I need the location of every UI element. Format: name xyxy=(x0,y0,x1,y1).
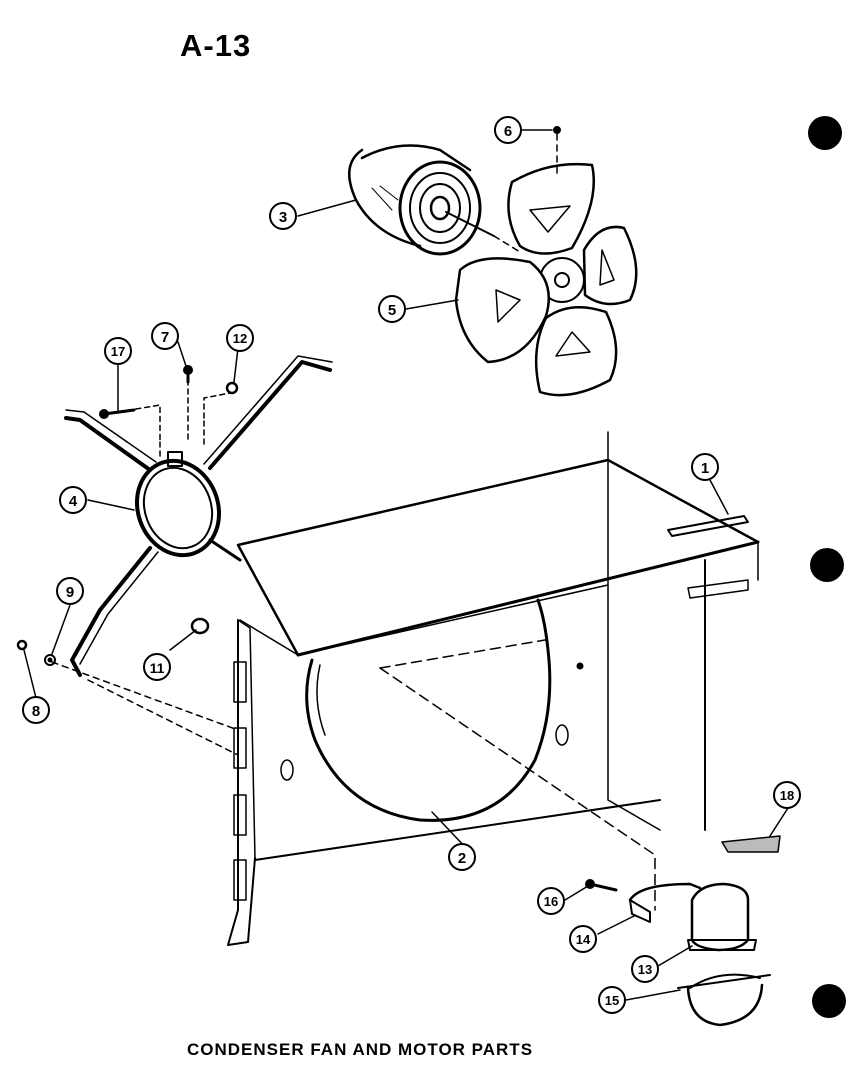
callout-12: 12 xyxy=(226,324,254,352)
svg-text:17: 17 xyxy=(111,344,125,359)
fan-motor xyxy=(348,144,495,256)
condenser-shroud xyxy=(227,431,760,946)
svg-text:6: 6 xyxy=(504,123,512,140)
svg-text:16: 16 xyxy=(544,894,558,909)
svg-text:13: 13 xyxy=(638,962,652,977)
page-label: A-13 xyxy=(180,28,252,63)
callout-16: 16 xyxy=(537,887,565,915)
punch-hole-top xyxy=(808,116,842,150)
callout-2: 2 xyxy=(448,843,476,871)
callout-14: 14 xyxy=(569,925,597,953)
svg-text:14: 14 xyxy=(576,932,591,947)
svg-text:9: 9 xyxy=(66,584,74,601)
callout-17: 17 xyxy=(104,337,132,365)
callout-1: 1 xyxy=(691,453,719,481)
svg-text:1: 1 xyxy=(701,460,709,477)
foam-insulation-18 xyxy=(721,835,781,853)
shroud-bracket-1 xyxy=(667,515,749,537)
motor-mount-bracket xyxy=(64,355,333,677)
capacitor-13 xyxy=(687,882,757,952)
punch-hole-bottom xyxy=(812,984,846,1018)
screw-7 xyxy=(183,365,193,384)
svg-text:15: 15 xyxy=(605,993,619,1008)
callout-4: 4 xyxy=(59,486,87,514)
svg-text:18: 18 xyxy=(780,788,794,803)
nut-8 xyxy=(16,639,28,651)
callouts: 1 2 3 4 5 6 7 8 9 11 12 13 14 15 16 17 1… xyxy=(22,116,801,1014)
flange-slots xyxy=(233,661,247,901)
callout-11: 11 xyxy=(143,653,171,681)
capacitor-strap-14 xyxy=(628,882,702,923)
diagram-caption: CONDENSER FAN AND MOTOR PARTS xyxy=(187,1040,534,1059)
screw-16 xyxy=(585,879,618,892)
svg-text:3: 3 xyxy=(279,209,287,226)
svg-text:12: 12 xyxy=(233,331,247,346)
svg-text:5: 5 xyxy=(388,302,396,319)
callout-15: 15 xyxy=(598,986,626,1014)
callout-3: 3 xyxy=(269,202,297,230)
callout-6: 6 xyxy=(494,116,522,144)
grommet-11 xyxy=(190,617,210,635)
callout-7: 7 xyxy=(151,322,179,350)
screw-17 xyxy=(99,408,136,419)
capacitor-cover-15 xyxy=(677,973,771,1027)
svg-text:2: 2 xyxy=(458,850,466,867)
washer-9 xyxy=(44,654,56,666)
callout-9: 9 xyxy=(56,577,84,605)
callout-18: 18 xyxy=(773,781,801,809)
callout-5: 5 xyxy=(378,295,406,323)
svg-text:8: 8 xyxy=(32,703,40,720)
fan-blade xyxy=(454,126,638,397)
callout-13: 13 xyxy=(631,955,659,983)
callout-8: 8 xyxy=(22,696,50,724)
svg-text:7: 7 xyxy=(161,329,169,346)
svg-text:4: 4 xyxy=(69,493,78,510)
svg-text:11: 11 xyxy=(150,660,165,676)
nut-12 xyxy=(225,381,239,395)
punch-hole-middle xyxy=(810,548,844,582)
